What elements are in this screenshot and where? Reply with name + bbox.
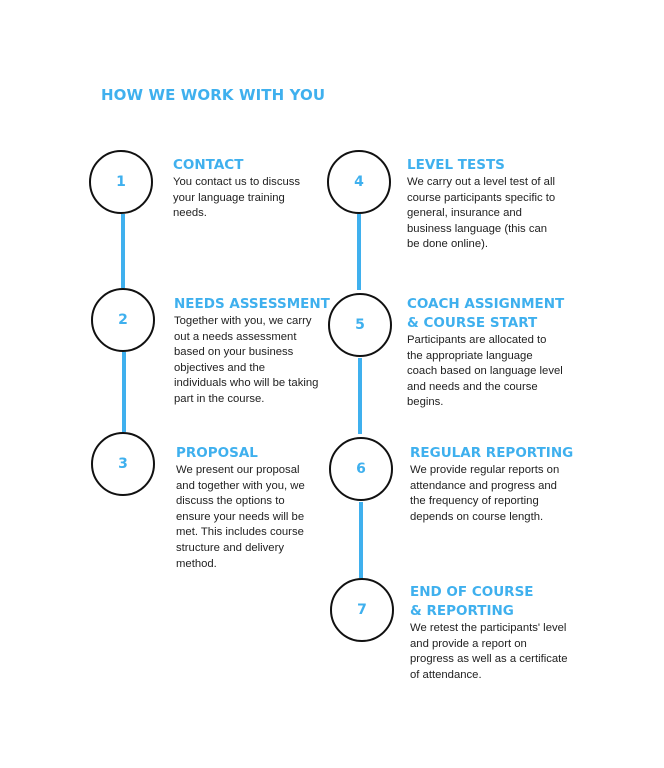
step-7: END OF COURSE & REPORTING We retest the … — [410, 583, 568, 683]
step-description-line: business language (this can — [407, 222, 548, 235]
step-description-line: We carry out a level test of all — [407, 176, 555, 188]
step-description-line: based on your business — [174, 346, 294, 359]
step-description-line: Participants are allocated to — [407, 334, 547, 346]
step-description-line: We present our proposal — [176, 464, 300, 476]
step-description-line: part in the course. — [174, 392, 265, 405]
step-description-line: be done online). — [407, 238, 489, 251]
step-description-line: depends on course length. — [410, 510, 544, 523]
step-number: 2 — [118, 312, 128, 328]
step-title: COACH ASSIGNMENT — [407, 296, 565, 312]
step-number-circle: 5 — [328, 293, 392, 357]
step-title: CONTACT — [173, 157, 244, 173]
step-4: LEVEL TESTS We carry out a level test of… — [407, 156, 555, 253]
step-description-line: of attendance. — [410, 668, 482, 681]
step-description-line: You contact us to discuss — [173, 176, 301, 188]
step-number-circle: 2 — [91, 288, 155, 352]
step-number: 1 — [116, 174, 126, 190]
step-title: END OF COURSE — [410, 584, 534, 600]
page-title: HOW WE WORK WITH YOU — [101, 86, 326, 104]
step-number-circle: 7 — [330, 578, 394, 642]
step-1: CONTACT You contact us to discuss your l… — [173, 156, 300, 222]
step-title: & COURSE START — [407, 315, 538, 331]
step-description-line: structure and delivery — [176, 541, 284, 554]
connector-5-6 — [358, 358, 362, 434]
step-description-line: We provide regular reports on — [410, 464, 560, 476]
step-2: NEEDS ASSESSMENT Together with you, we c… — [174, 295, 330, 408]
step-number: 4 — [354, 174, 364, 190]
step-description-line: discuss the options to — [176, 495, 285, 508]
step-number: 5 — [355, 317, 365, 333]
connector-6-7 — [359, 502, 363, 578]
connector-4-5 — [357, 214, 361, 290]
step-number: 3 — [118, 456, 128, 472]
step-description-line: course participants specific to — [407, 191, 556, 204]
step-description-line: method. — [176, 557, 217, 570]
step-title: PROPOSAL — [176, 445, 258, 461]
step-description-line: your language training — [173, 191, 285, 204]
step-title: & REPORTING — [410, 603, 514, 619]
step-description-line: met. This includes course — [176, 526, 304, 539]
step-number: 6 — [356, 461, 366, 477]
step-description-line: general, insurance and — [407, 207, 522, 220]
step-number-circle: 1 — [89, 150, 153, 214]
step-number-circle: 6 — [329, 437, 393, 501]
step-number-circle: 3 — [91, 432, 155, 496]
step-number-circle: 4 — [327, 150, 391, 214]
step-description-line: ensure your needs will be — [176, 510, 305, 523]
step-number: 7 — [357, 602, 367, 618]
step-description-line: the frequency of reporting — [410, 495, 539, 508]
step-description-line: objectives and the — [174, 361, 266, 374]
step-description-line: the appropriate language — [407, 349, 533, 362]
step-description-line: needs. — [173, 207, 207, 220]
step-description-line: progress as well as a certificate — [410, 653, 568, 666]
step-description-line: and needs and the course — [407, 380, 538, 393]
step-3: PROPOSAL We present our proposal and tog… — [176, 444, 305, 572]
connector-1-2 — [121, 214, 125, 288]
step-title: LEVEL TESTS — [407, 157, 505, 173]
step-description-line: attendance and progress and — [410, 479, 557, 492]
step-description-line: begins. — [407, 396, 444, 409]
step-title: REGULAR REPORTING — [410, 445, 574, 461]
connector-2-3 — [122, 352, 126, 432]
step-title: NEEDS ASSESSMENT — [174, 296, 330, 312]
step-description-line: individuals who will be taking — [174, 377, 319, 390]
step-description-line: We retest the participants' level — [410, 622, 567, 634]
step-description-line: and together with you, we — [176, 479, 305, 492]
step-5: COACH ASSIGNMENT & COURSE START Particip… — [407, 295, 564, 411]
step-description-line: and provide a report on — [410, 637, 527, 650]
step-6: REGULAR REPORTING We provide regular rep… — [410, 444, 573, 525]
step-description-line: out a needs assessment — [174, 330, 297, 343]
step-description-line: Together with you, we carry — [174, 315, 312, 327]
step-description-line: coach based on language level — [407, 365, 563, 378]
